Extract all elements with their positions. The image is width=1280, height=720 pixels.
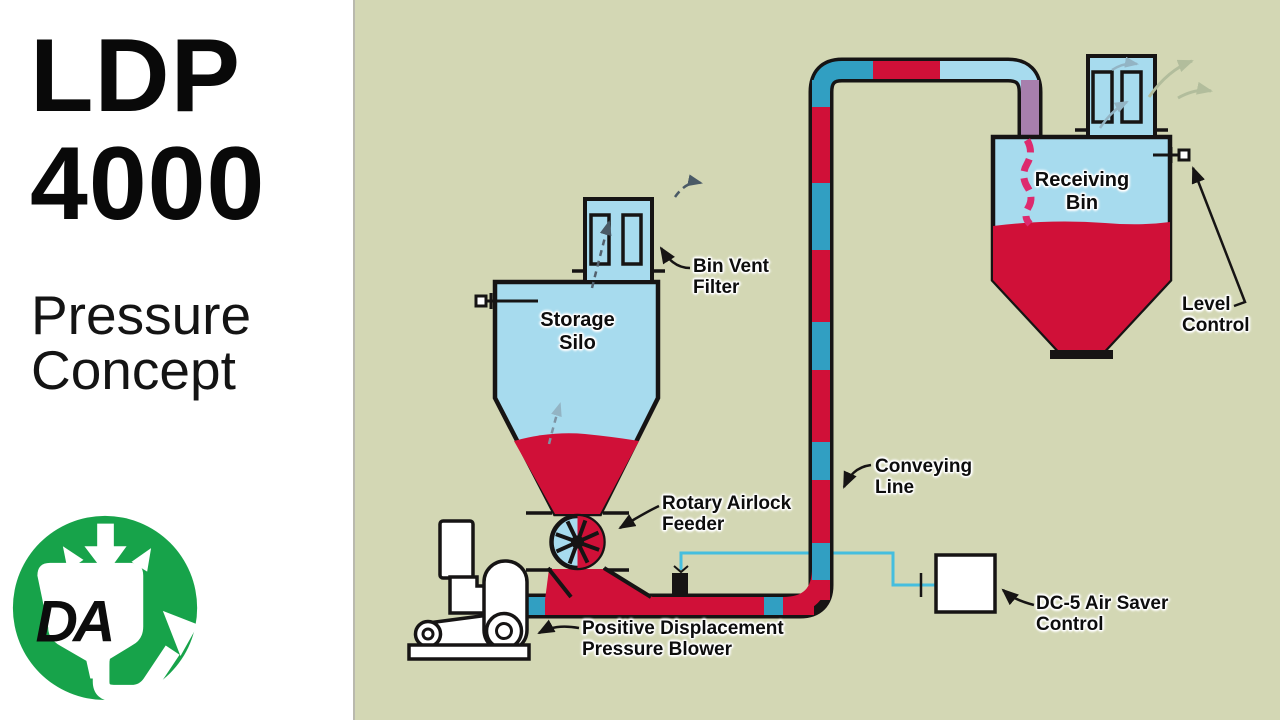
- rotary-airlock-feeder-shape: [549, 513, 606, 571]
- label-storage-silo: Storage Silo: [540, 309, 615, 354]
- dc5-control-box: [934, 553, 997, 614]
- logo-graphic: DA: [12, 515, 199, 702]
- logo-letters: DA: [35, 589, 112, 654]
- feeder-discharge-chute: [545, 566, 656, 615]
- label-pressure-blower: Positive Displacement Pressure Blower: [582, 618, 784, 660]
- label-leaders: [537, 166, 1247, 635]
- logo-pipe-shape: [92, 645, 180, 702]
- filter-bag-slot: [1091, 70, 1114, 124]
- storage-silo: [474, 197, 665, 572]
- filter-bag-slot: [621, 213, 643, 266]
- left-panel: LDP 4000 Pressure Concept DA: [0, 0, 355, 720]
- company-logo: DA: [8, 505, 204, 705]
- falling-material-stream: [1020, 138, 1035, 227]
- air-valve-icon: [672, 573, 688, 595]
- airflow-arrow: [590, 220, 612, 289]
- label-rotary-airlock-feeder: Rotary Airlock Feeder: [662, 493, 792, 535]
- dc5-leader: [1001, 588, 1035, 607]
- silo-level-sensor: [474, 293, 538, 309]
- filter-bag-slot: [589, 213, 611, 266]
- blower-base-shape: [407, 643, 531, 661]
- filter-bag-slot: [1120, 70, 1143, 124]
- logo-hopper-shape: [37, 562, 144, 679]
- down-arrow-icon: [84, 523, 127, 575]
- bin-vent-filter-leader: [659, 246, 691, 270]
- pressure-blower: [407, 519, 531, 661]
- label-bin-vent-filter: Bin Vent Filter: [693, 256, 770, 298]
- up-right-arrow-icon: [162, 610, 199, 656]
- bin-level-sensor: [1153, 147, 1191, 163]
- exhaust-air-arrow: [1147, 59, 1194, 98]
- rotary-feeder-leader: [618, 504, 660, 530]
- level-control-leader: [1191, 166, 1247, 308]
- exhaust-air-arrow: [673, 174, 703, 198]
- storage-silo-material: [514, 433, 639, 514]
- airflow-arrow: [547, 402, 562, 445]
- product-title: LDP 4000: [30, 18, 266, 242]
- bin-outlet-flange: [1050, 350, 1113, 359]
- drop-pipe-segment: [1021, 80, 1039, 140]
- flow-flare-right-icon: [131, 548, 152, 572]
- airflow-arrow: [1098, 100, 1129, 129]
- label-air-saver-control: DC-5 Air Saver Control: [1036, 593, 1169, 635]
- label-receiving-bin: Receiving Bin: [1034, 169, 1130, 214]
- exhaust-air-arrow: [1177, 81, 1213, 100]
- blower-leader: [537, 619, 580, 635]
- label-conveying-line: Conveying Line: [875, 456, 973, 498]
- product-subtitle: Pressure Concept: [31, 284, 252, 401]
- process-diagram: [407, 54, 1247, 661]
- diagram-panel: Storage Silo Bin Vent Filter Rotary Airl…: [355, 0, 1280, 720]
- inlet-silencer-shape: [438, 519, 475, 580]
- receiving-bin: [990, 54, 1191, 359]
- receiving-bin-material: [993, 221, 1170, 351]
- air-saver-control-line: [672, 551, 936, 597]
- conveying-line-leader: [842, 463, 872, 489]
- valve-stem-icon: [673, 565, 689, 574]
- airflow-arrow: [1111, 56, 1139, 72]
- label-level-control: Level Control: [1182, 294, 1250, 336]
